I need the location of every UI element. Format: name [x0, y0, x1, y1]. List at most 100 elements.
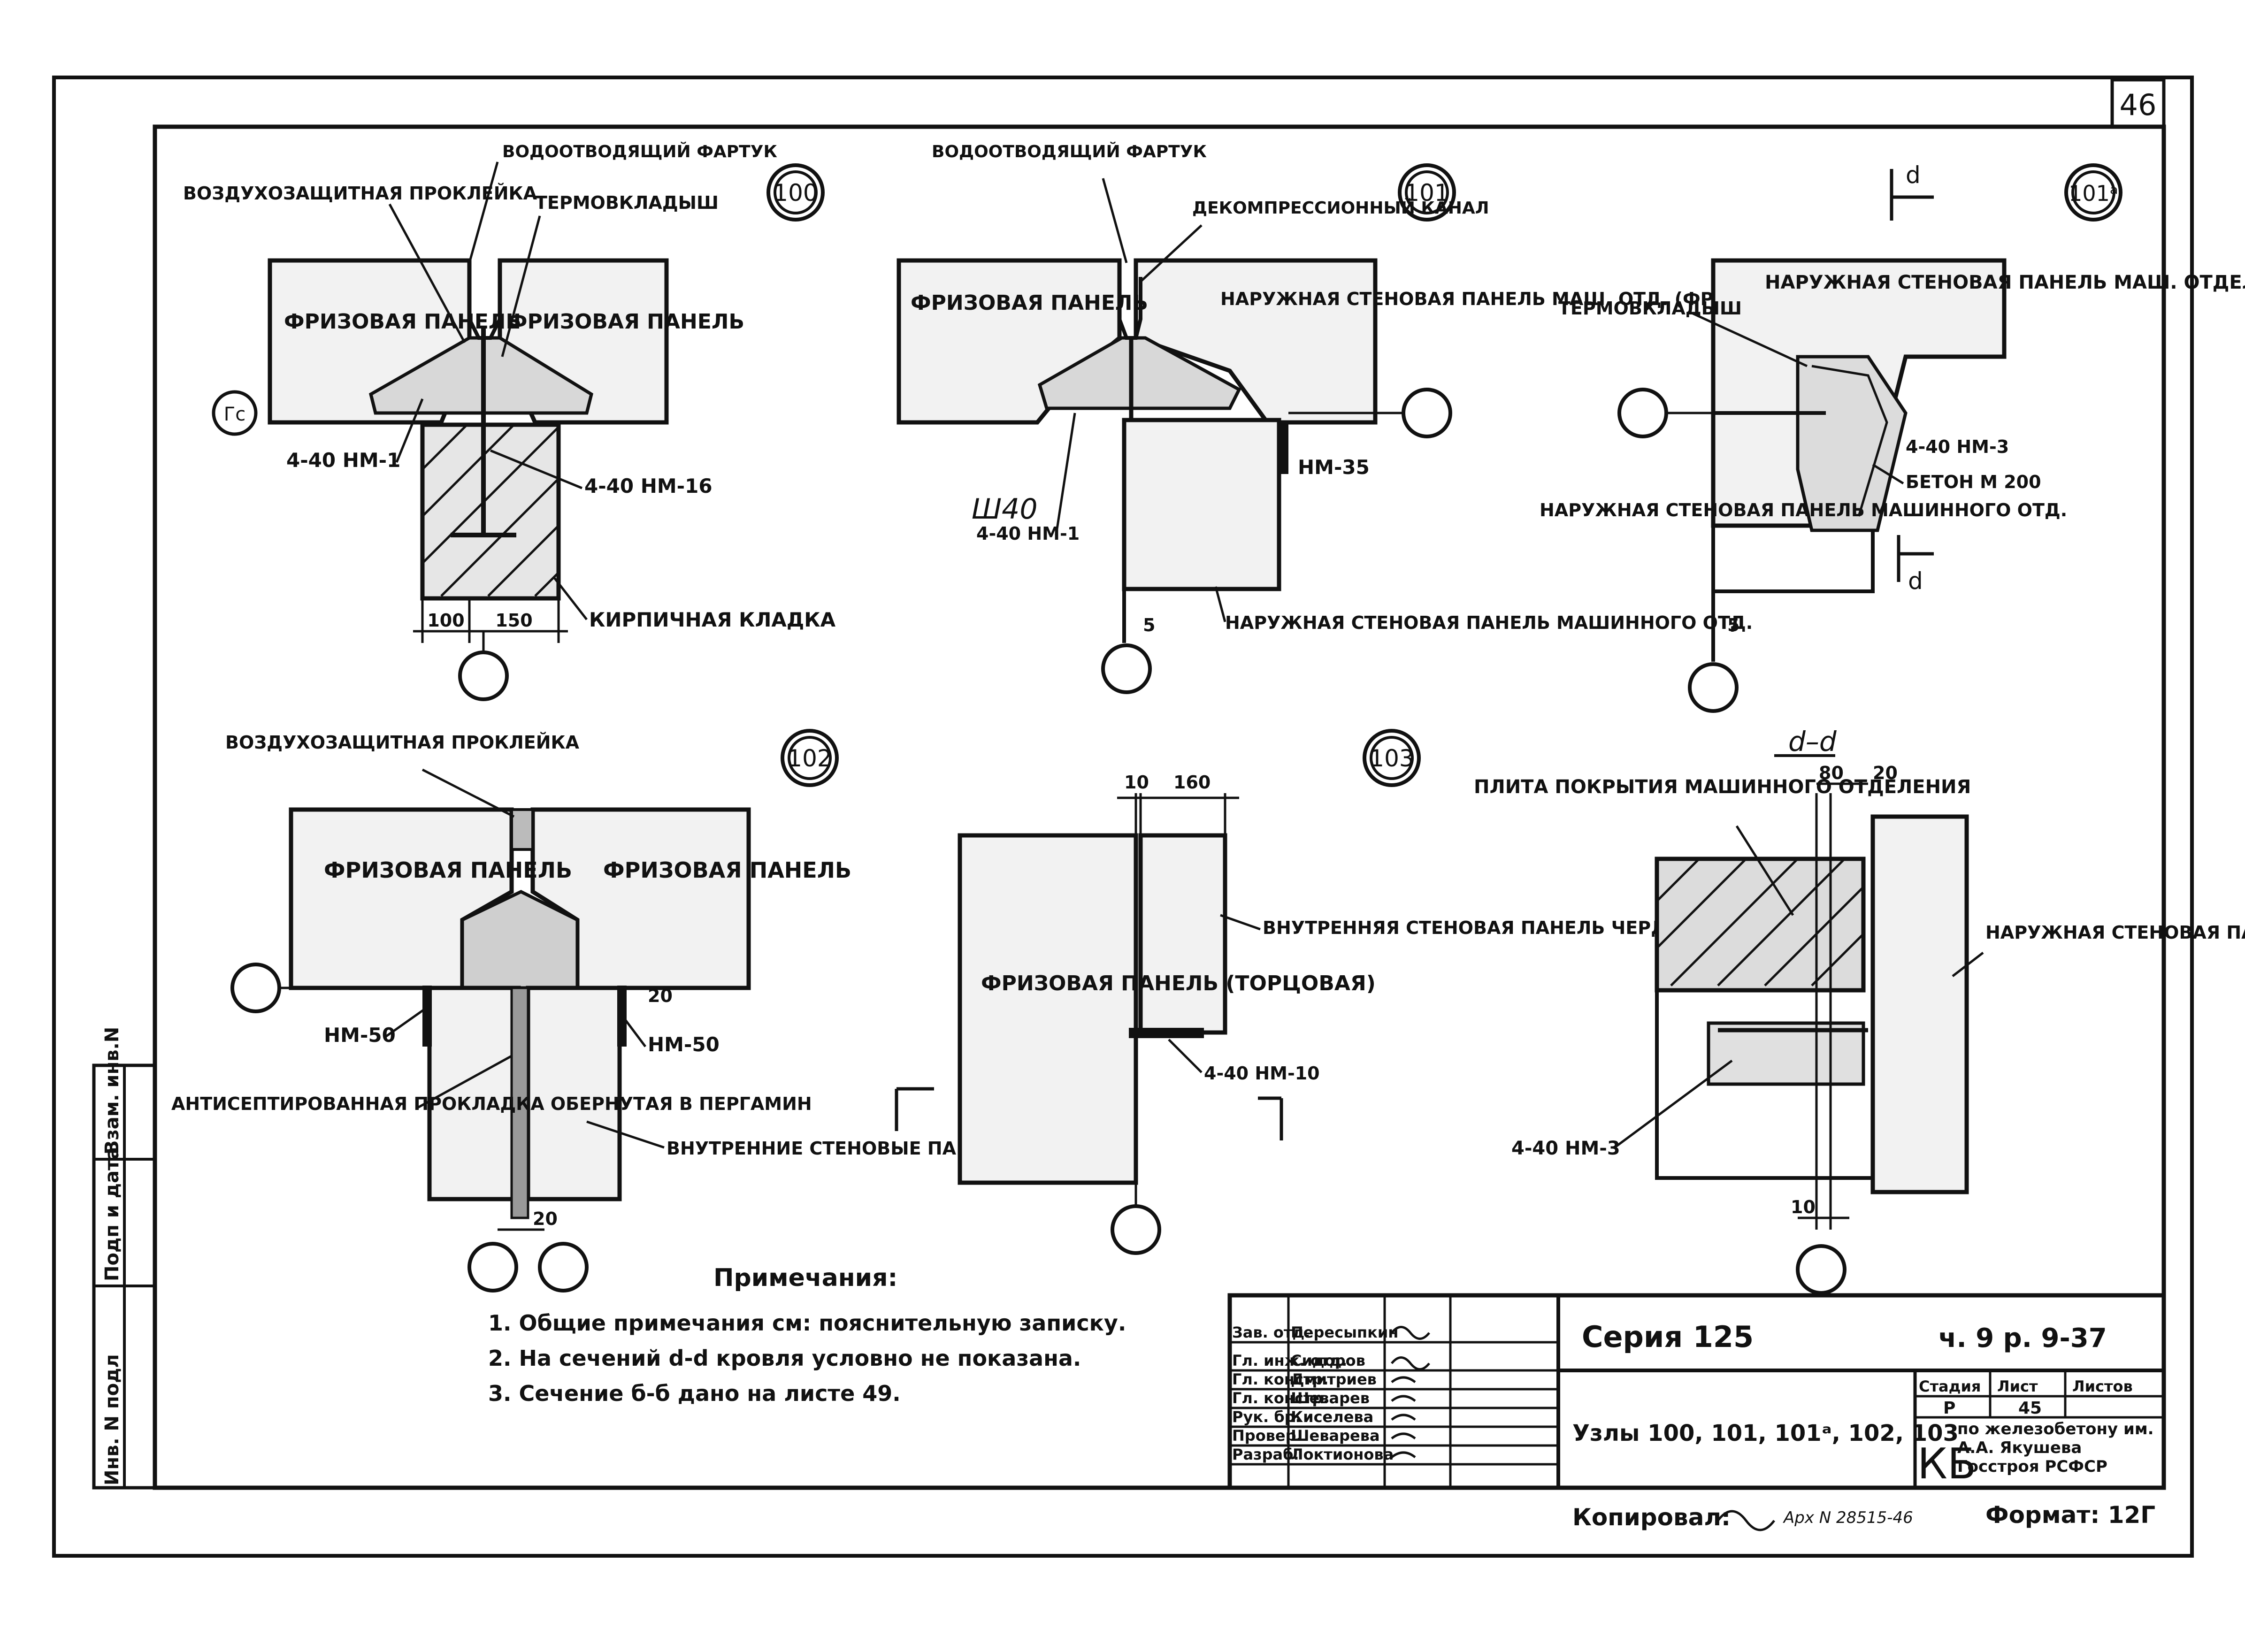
- node-103-marker-inner: [1370, 736, 1414, 780]
- n101-label-decompr: ДЕКОМПРЕССИОННЫЙ КАНАЛ: [1192, 198, 1489, 218]
- notes-title: Примечания:: [713, 1264, 897, 1292]
- n101-axis-circle-bottom: [1101, 643, 1152, 694]
- dd-axis-circle: [1796, 1244, 1847, 1295]
- footer-format: Формат: 12Г: [1985, 1501, 2155, 1529]
- n101-nm35-plate: [1279, 422, 1288, 474]
- n102-label-frieze-left: ФРИЗОВАЯ ПАНЕЛЬ: [324, 857, 572, 883]
- n103-dim-10: 10: [1124, 772, 1149, 793]
- dd-roof-slab: [1655, 857, 1866, 993]
- n100-side-marker: [212, 390, 258, 436]
- n101-label-outer-machine: НАРУЖНАЯ СТЕНОВАЯ ПАНЕЛЬ МАШИННОГО ОТД.: [1225, 612, 1753, 633]
- signature-0: [1391, 1326, 1430, 1340]
- stamp-replace-label: Взам. инв.N: [101, 1027, 123, 1155]
- role-3: Гл. констр.: [1232, 1389, 1329, 1407]
- signature-5: [1391, 1432, 1416, 1440]
- node-102: 102 20 20 ВОЗДУХОЗАЩИТНАЯ ПРОКЛЕЙКА ФРИЗ…: [171, 729, 1117, 1293]
- n103-label-inner-panel: ВНУТРЕННЯЯ СТЕНОВАЯ ПАНЕЛЬ ЧЕРДАКА: [1263, 918, 1709, 938]
- n103-inner-attic-panel: [1138, 833, 1227, 1035]
- title-stage-head: Стадия: [1919, 1377, 1981, 1395]
- n103-axis-circle: [1111, 1204, 1161, 1255]
- n101a-label-thermo-insert: ТЕРМОВКЛАДЫШ: [1558, 298, 1742, 319]
- n101a-thermo-insert: [1811, 365, 1888, 517]
- n101a-label-outer-panel-top: НАРУЖНАЯ СТЕНОВАЯ ПАНЕЛЬ МАШ. ОТДЕЛЕНИЯ: [1765, 272, 2245, 293]
- signature-4: [1391, 1414, 1416, 1421]
- n100-label-air-protect: ВОЗДУХОЗАЩИТНАЯ ПРОКЛЕЙКА: [183, 183, 537, 204]
- signature-1: [1391, 1356, 1430, 1370]
- title-stage: Р: [1943, 1399, 1955, 1418]
- n100-dim-150: 150: [495, 610, 532, 631]
- n102-label-air-protect: ВОЗДУХОЗАЩИТНАЯ ПРОКЛЕЙКА: [225, 732, 580, 753]
- signature-6: [1391, 1451, 1416, 1459]
- node-101a-marker-inner: [2071, 170, 2115, 214]
- n100-label-thermo-insert: ТЕРМОВКЛАДЫШ: [535, 192, 719, 213]
- n101a-section-letter-bottom: d: [1908, 567, 1923, 595]
- node-101a: 101ᵃ 5 d d НАРУЖНАЯ СТЕНОВАЯ ПАНЕЛЬ МАШ.…: [1540, 161, 2245, 713]
- dd-dim-20: 20: [1873, 763, 1898, 783]
- copier-signature: [1717, 1510, 1775, 1531]
- dd-title: d–d: [1788, 726, 1837, 757]
- title-sheets-head: Листов: [2072, 1377, 2133, 1395]
- n103-label-frieze-end: ФРИЗОВАЯ ПАНЕЛЬ (ТОРЦОВАЯ): [981, 971, 1376, 995]
- name-0: Пересыпкин: [1291, 1323, 1398, 1341]
- n101a-section-letter-top: d: [1906, 161, 1921, 189]
- n102-label-frieze-right: ФРИЗОВАЯ ПАНЕЛЬ: [603, 857, 851, 883]
- notes: Примечания: 1. Общие примечания см: пояс…: [488, 1264, 1126, 1406]
- role-5: Провер.: [1232, 1427, 1302, 1445]
- node-100: 100 100 150 Гс ВОДООТВОДЯЩИЙ ФАРТУК ВОЗД…: [183, 142, 836, 701]
- node-100-marker-outer: [766, 163, 825, 222]
- n100-axis-circle: [458, 650, 509, 701]
- n102-label-antiseptic: АНТИСЕПТИРОВАННАЯ ПРОКЛАДКА ОБЕРНУТАЯ В …: [171, 1094, 812, 1114]
- name-4: Киселева: [1291, 1408, 1373, 1426]
- n101a-label-concrete: БЕТОН М 200: [1906, 472, 2041, 492]
- n103-frieze-end-panel: [958, 833, 1138, 1185]
- node-101a-number: 101ᵃ: [2069, 181, 2118, 206]
- node-103-number: 103: [1369, 745, 1414, 772]
- dd-outer-panel: [1870, 814, 1969, 1194]
- dd-dim-10: 10: [1791, 1197, 1816, 1217]
- dd-lower-contour: [1655, 990, 1873, 1180]
- n100-side-marker-text: Гс: [224, 404, 245, 425]
- name-2: Дмитриев: [1291, 1370, 1377, 1388]
- title-subject: Узлы 100, 101, 101ᵃ, 102, 103: [1572, 1420, 1959, 1446]
- dd-label-outer-panel: НАРУЖНАЯ СТЕНОВАЯ ПАНЕЛЬ МАШ. ОТДЕЛЕНИЯ: [1985, 922, 2245, 943]
- node-103: 103 10 160 ВНУТРЕННЯЯ СТЕНОВАЯ ПАНЕЛЬ ЧЕ…: [895, 729, 1709, 1255]
- n102-dim-20-bottom: 20: [533, 1208, 558, 1229]
- n101-label-sh40: Ш40: [972, 493, 1038, 526]
- n102-axis-circle-a: [467, 1242, 518, 1293]
- n103-label-anchor: 4-40 НМ-10: [1204, 1063, 1320, 1084]
- node-101a-marker-outer: [2064, 163, 2122, 222]
- n102-label-nm50-left: НМ-50: [324, 1024, 396, 1047]
- signature-3: [1391, 1395, 1416, 1402]
- n101a-outer-panel-below: [1711, 526, 1875, 593]
- n100-label-frieze-right: ФРИЗОВАЯ ПАНЕЛЬ: [507, 310, 744, 334]
- dd-label-anchor: 4-40 НМ-3: [1511, 1138, 1620, 1159]
- title-block: Серия 125 ч. 9 р. 9-37 Узлы 100, 101, 10…: [1227, 1293, 2166, 1490]
- org-name-box: по железобетону им. А.А. Якушева Госстро…: [1957, 1420, 2154, 1476]
- footer-copied: Копировал:: [1572, 1504, 1731, 1531]
- n101a-dim-5: 5: [1727, 615, 1739, 635]
- n102-axis-circle-b: [538, 1242, 589, 1293]
- node-101: 101 5 ВОДООТВОДЯЩИЙ ФАРТУК ДЕКОМПРЕССИОН…: [896, 142, 1806, 694]
- name-6: Локтионова: [1291, 1446, 1394, 1463]
- n101-label-frieze: ФРИЗОВАЯ ПАНЕЛЬ: [911, 291, 1148, 315]
- n101-axis-circle-right: [1402, 388, 1452, 438]
- n101-thermo-insert: [1037, 336, 1241, 410]
- name-3: Шеварев: [1291, 1389, 1370, 1407]
- role-6: Разраб.: [1232, 1446, 1299, 1463]
- signature-2: [1391, 1376, 1416, 1384]
- n103-anchor-plate: [1129, 1028, 1204, 1038]
- node-103-marker-outer: [1363, 729, 1421, 787]
- n101-dim-5: 5: [1143, 615, 1155, 635]
- n101-label-drain-apron: ВОДООТВОДЯЩИЙ ФАРТУК: [932, 142, 1207, 161]
- n100-label-frieze-left: ФРИЗОВАЯ ПАНЕЛЬ: [284, 310, 521, 334]
- n101-outer-machine-panel: [1122, 418, 1281, 591]
- n103-dim-160: 160: [1173, 772, 1211, 793]
- title-sheet: 45: [2018, 1399, 2042, 1418]
- footer-archive: Арх N 28515-46: [1783, 1508, 1913, 1527]
- n101a-label-outer-panel: НАРУЖНАЯ СТЕНОВАЯ ПАНЕЛЬ МАШИННОГО ОТД.: [1540, 500, 2067, 520]
- role-1: Гл. инж. отд.: [1232, 1352, 1347, 1369]
- n101a-axis-circle-left: [1617, 388, 1668, 438]
- node-101-number: 101: [1404, 179, 1449, 206]
- n102-axis-circle-left: [230, 963, 281, 1013]
